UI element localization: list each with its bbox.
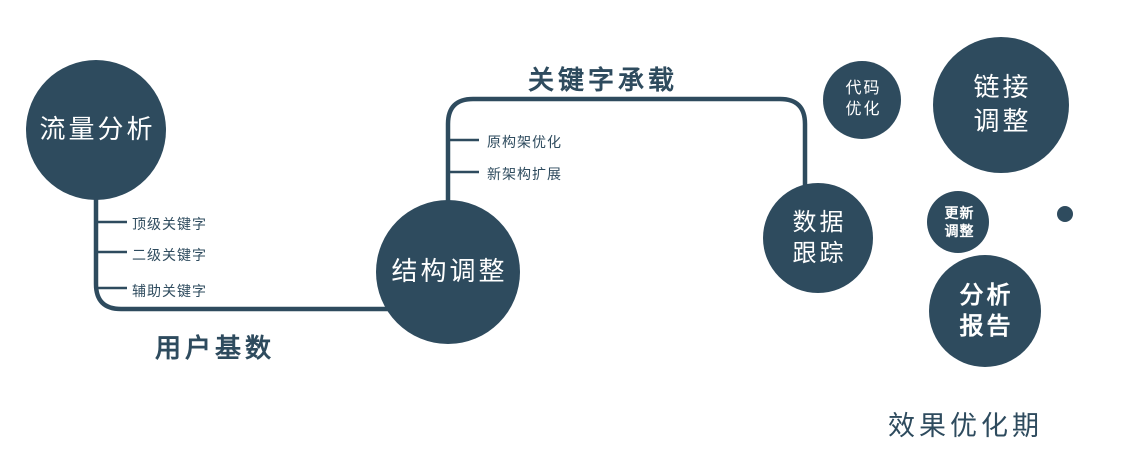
node-update-adjustment-line1: 更新	[944, 204, 975, 221]
branch-label-new-structure-expansion: 新架构扩展	[487, 166, 562, 182]
node-structure-adjust-label: 结构调整	[391, 256, 508, 287]
node-code-optimization-line2: 优化	[845, 101, 882, 118]
node-update-adjustment-line2: 调整	[944, 223, 975, 239]
node-data-tracking-line1: 数据	[792, 208, 847, 236]
node-code-optimization: 代码 优化	[823, 61, 901, 139]
node-link-adjustment-line1: 链接	[973, 72, 1032, 103]
node-link-adjustment: 链接 调整	[933, 37, 1069, 173]
node-structure-adjust: 结构调整	[376, 200, 520, 344]
node-code-optimization-line1: 代码	[845, 80, 882, 98]
node-update-adjustment: 更新 调整	[927, 191, 989, 253]
node-data-tracking: 数据 跟踪	[763, 183, 873, 293]
bullet-dot	[1057, 206, 1073, 222]
connector-structure-to-tracking	[445, 96, 808, 210]
node-link-adjustment-line2: 调整	[973, 106, 1032, 136]
node-traffic-analysis-label: 流量分析	[39, 114, 156, 145]
node-analysis-report: 分析 报告	[929, 255, 1041, 367]
connector-traffic-to-structure	[93, 190, 410, 312]
branch-label-top-keywords: 顶级关键字	[132, 216, 207, 232]
caption-effect-optimization-period: 效果优化期	[888, 411, 1043, 441]
node-analysis-report-line2: 报告	[959, 313, 1014, 340]
node-analysis-report-line1: 分析	[959, 281, 1014, 309]
branch-label-original-structure-optimization: 原构架优化	[487, 134, 562, 150]
edge-label-user-base: 用户基数	[155, 333, 276, 363]
edge-label-keyword-carrying: 关键字承载	[528, 65, 679, 95]
node-data-tracking-line2: 跟踪	[792, 240, 847, 267]
node-traffic-analysis: 流量分析	[26, 60, 166, 200]
branch-label-secondary-keywords: 二级关键字	[132, 247, 207, 263]
branch-label-auxiliary-keywords: 辅助关键字	[132, 283, 207, 299]
